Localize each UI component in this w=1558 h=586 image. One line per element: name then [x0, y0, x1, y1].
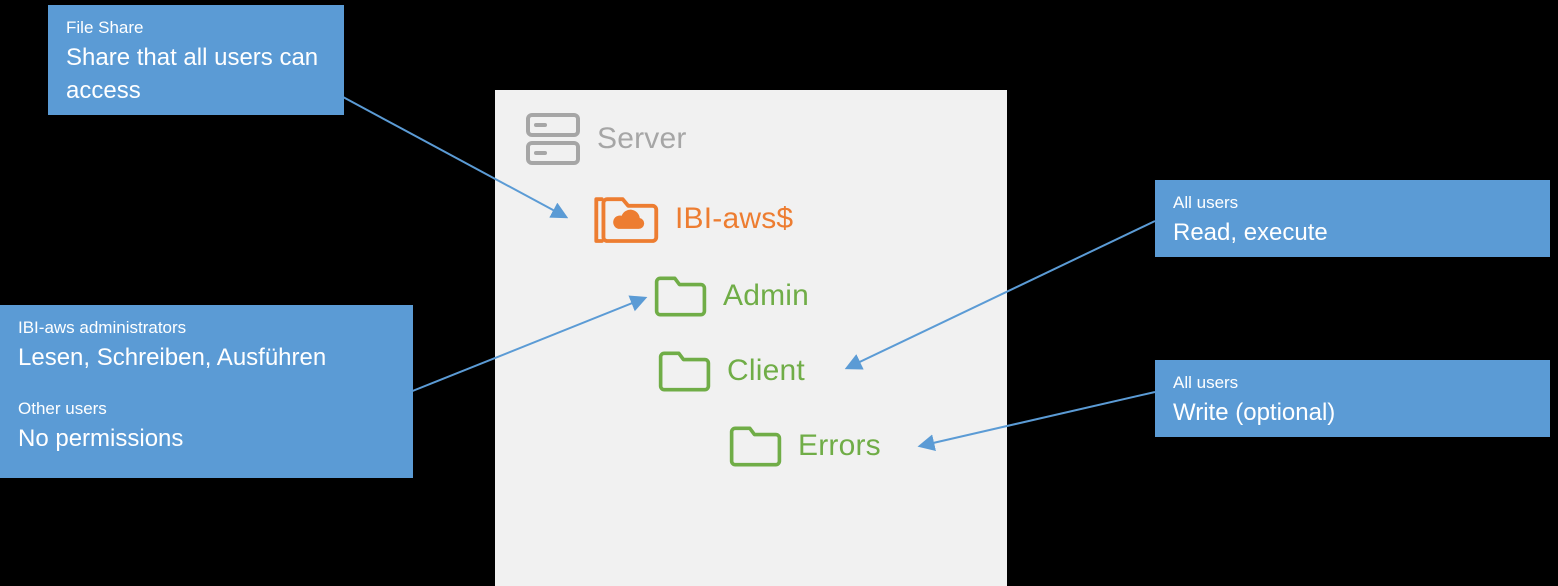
- server-label: Server: [597, 122, 687, 155]
- share-label: IBI-aws$: [675, 202, 794, 235]
- folder-row-client: Client: [657, 348, 805, 394]
- callout-spacer: [18, 374, 395, 396]
- server-panel: Server IBI-aws$ Admin: [495, 90, 1007, 586]
- folder-icon: [657, 348, 711, 394]
- callout-body: Lesen, Schreiben, Ausführen: [18, 343, 327, 371]
- callout-body: Write (optional): [1173, 398, 1336, 426]
- shared-cloud-folder-icon: [593, 190, 659, 248]
- folder-icon: [653, 273, 707, 319]
- callout-write-permissions: All users Write (optional): [1155, 360, 1550, 437]
- callout-title: File Share: [66, 18, 144, 37]
- callout-title-2: Other users: [18, 399, 107, 419]
- server-icon: [525, 112, 581, 166]
- callout-title: All users: [1173, 193, 1239, 212]
- folder-label: Client: [727, 354, 805, 387]
- callout-read-permissions: All users Read, execute: [1155, 180, 1550, 257]
- callout-title: IBI-aws administrators: [18, 318, 187, 337]
- server-row: Server: [525, 112, 687, 166]
- callout-title: All users: [1173, 373, 1239, 392]
- callout-body: Read, execute: [1173, 218, 1328, 246]
- folder-icon: [728, 423, 782, 469]
- callout-body: Share that all users can access: [66, 43, 319, 105]
- callout-admin-permissions: IBI-aws administrators Lesen, Schreiben,…: [0, 305, 413, 478]
- folder-label: Errors: [798, 429, 881, 462]
- folder-row-admin: Admin: [653, 273, 809, 319]
- callout-file-share: File Share Share that all users can acce…: [48, 5, 344, 115]
- folder-label: Admin: [723, 279, 810, 312]
- folder-row-errors: Errors: [728, 423, 881, 469]
- share-row: IBI-aws$: [593, 190, 793, 248]
- callout-body-2: No permissions: [18, 424, 184, 452]
